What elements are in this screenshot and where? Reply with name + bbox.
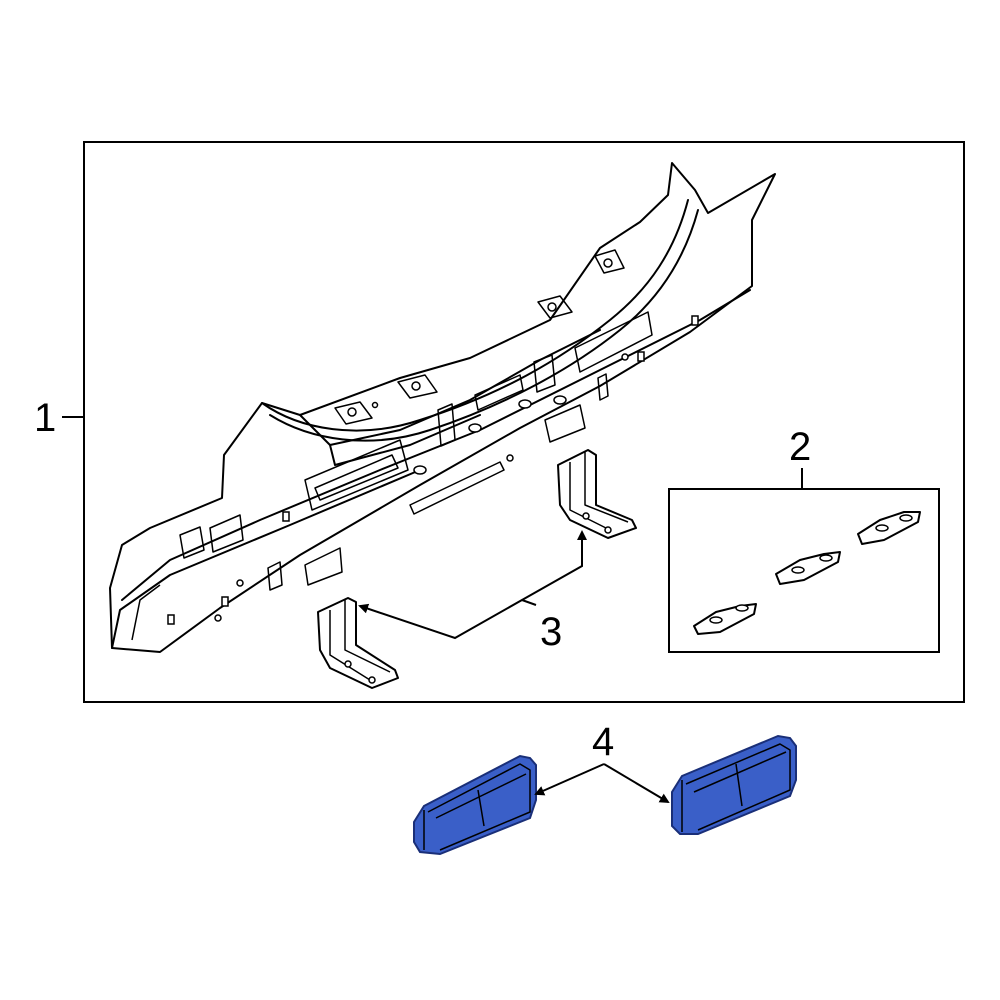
plate-3 [857,511,921,545]
main-frame [83,141,965,703]
cover-right [671,734,797,835]
bracket-left [317,597,399,689]
cover-left [413,754,537,856]
plate-1 [693,603,757,635]
leader-3b [521,530,587,601]
inset-frame-2 [668,488,940,653]
plate-2 [775,551,841,585]
leader-4a [534,763,605,796]
leader-3 [358,598,537,640]
callout-4: 4 [592,720,614,764]
callout-3: 3 [540,610,562,654]
callout-1: 1 [34,396,56,440]
callout-2: 2 [789,425,811,469]
rear-body-panel [109,162,776,653]
leader-4b [603,763,670,804]
bracket-right [557,449,637,539]
